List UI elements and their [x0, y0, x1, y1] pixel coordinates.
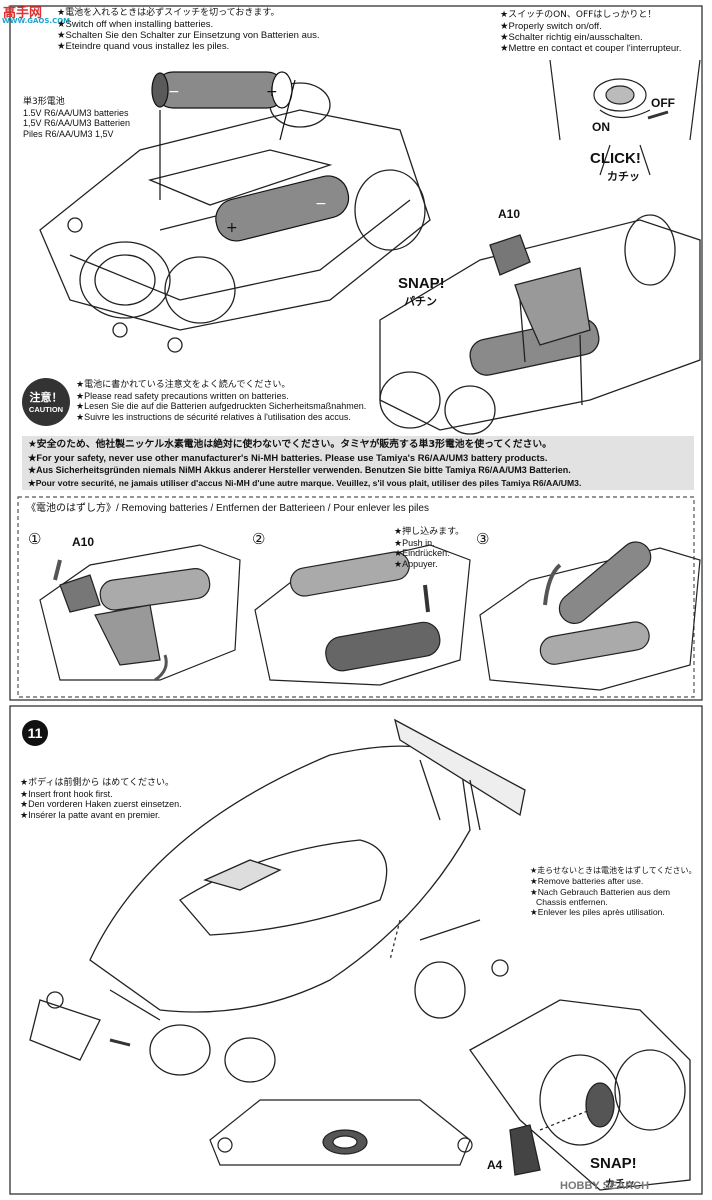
caution-badge: 注意！ CAUTION: [22, 378, 70, 426]
caution-de: ★Lesen Sie die auf die Batterien aufgedr…: [76, 401, 367, 411]
removing-step1-number: ①: [28, 531, 42, 548]
caution-ja: ★電池に書かれている注意文をよく読んでください。: [76, 380, 291, 390]
switch-detail-illustration: [549, 59, 701, 176]
caution-badge-en: CAUTION: [28, 405, 64, 414]
push-in-fr: ★Appuyer.: [394, 558, 438, 569]
battery-label-fr: Piles R6/AA/UM3 1,5V: [23, 128, 114, 139]
remove-after-use-en: ★Remove batteries after use.: [530, 876, 644, 887]
switch-off-note-en: ★Switch off when installing batteries.: [57, 19, 214, 30]
switch-off-note-ja: ★電池を入れるときは必ずスイッチを切っておきます。: [57, 8, 280, 18]
front-hook-ja: ★ボディは前側から はめてください。: [20, 778, 175, 788]
svg-text:−: −: [315, 196, 327, 212]
front-hook-fr: ★Insérer la patte avant en premier.: [20, 809, 161, 820]
switch-onoff-note-de: ★Schalter richtig ein/ausschalten.: [500, 32, 643, 43]
front-hook-note: ★ボディは前側から はめてください。 ★Insert front hook fi…: [20, 778, 182, 820]
battery-label-en: 1.5V R6/AA/UM3 batteries: [23, 107, 129, 118]
removing-step3-number: ③: [476, 531, 490, 548]
click-label-ja: カチッ: [607, 170, 640, 183]
push-in-de: ★Eindrücken.: [394, 548, 450, 558]
part-a4-label: A4: [487, 1158, 503, 1172]
switch-off-label: OFF: [651, 96, 675, 110]
snap-label: SNAP!: [398, 275, 445, 292]
caution-text: ★電池に書かれている注意文をよく読んでください。 ★Please read sa…: [76, 380, 366, 422]
nimh-warning-ja: ★安全のため、他社製ニッケル水素電池は絶対に使わないでください。タミヤが販売する…: [28, 439, 552, 450]
svg-text:+: +: [266, 84, 278, 100]
body-shell-illustration: [29, 718, 526, 1083]
removing-title: 《電池のはずし方》/ Removing batteries / Entferne…: [26, 503, 429, 514]
nimh-warning-box: ★安全のため、他社製ニッケル水素電池は絶対に使わないでください。タミヤが販売する…: [22, 436, 694, 490]
watermark-logo-left: 高手网: [3, 6, 43, 21]
remove-after-use-fr: ★Enlever les piles après utilisation.: [530, 907, 665, 918]
svg-text:−: −: [168, 84, 180, 100]
switch-onoff-note-fr: ★Mettre en contact et couper l'interrupt…: [500, 43, 682, 54]
snap-label-bottom-ja: カチッ: [605, 1179, 635, 1190]
battery-removal-detail-illustration: [469, 999, 691, 1191]
watermark-logo-url: WWW.GAOS.COM: [2, 17, 71, 25]
switch-on-label: ON: [592, 120, 610, 134]
snap-label-bottom: SNAP!: [590, 1155, 637, 1172]
removing-step2-illustration: [254, 544, 471, 686]
nimh-warning-de: ★Aus Sicherheitsgründen niemals NiMH Akk…: [28, 465, 571, 475]
removing-step2-number: ②: [252, 531, 266, 548]
switch-onoff-note-ja: ★スイッチのON、OFFはしっかりと！: [500, 10, 657, 20]
push-in-note: ★押し込みます。 ★Push in. ★Eindrücken. ★Appuyer…: [394, 527, 464, 569]
front-hook-de: ★Den vorderen Haken zuerst einsetzen.: [20, 799, 182, 809]
battery-in-chassis-illustration: + −: [215, 175, 350, 242]
battery-label-de: 1,5V R6/AA/UM3 Batterien: [23, 118, 131, 128]
click-label: CLICK!: [590, 150, 641, 167]
remove-after-use-de: ★Nach Gebrauch Batterien aus dem: [530, 886, 671, 897]
nimh-warning-en: ★For your safety, never use other manufa…: [28, 451, 548, 463]
remove-after-use-ja: ★走らせないときは電池をはずしてください。: [530, 866, 697, 875]
remove-after-use-note: ★走らせないときは電池をはずしてください。 ★Remove batteries …: [530, 866, 697, 917]
switch-onoff-note-en: ★Properly switch on/off.: [500, 21, 602, 32]
nimh-warning-fr: ★Pour votre securité, ne jamais utiliser…: [28, 477, 582, 488]
caution-badge-ja: 注意！: [29, 391, 63, 404]
battery-label-ja: 単3形電池: [23, 97, 65, 107]
removing-part-a10: A10: [72, 535, 95, 549]
svg-text:+: +: [226, 220, 238, 236]
push-in-ja: ★押し込みます。: [394, 527, 465, 537]
removing-step1-illustration: [39, 544, 241, 682]
switch-off-note: ★電池を入れるときは必ずスイッチを切っておきます。 ★Switch off wh…: [57, 8, 320, 52]
push-in-en: ★Push in.: [394, 537, 435, 548]
battery-label: 単3形電池 1.5V R6/AA/UM3 batteries 1,5V R6/A…: [23, 97, 130, 139]
caution-en: ★Please read safety precautions written …: [76, 390, 289, 401]
step-11-badge: 11: [22, 720, 48, 746]
chassis-a10-illustration: [379, 214, 701, 435]
part-a10-label: A10: [498, 207, 521, 221]
switch-onoff-note: ★スイッチのON、OFFはしっかりと！ ★Properly switch on/…: [500, 10, 681, 54]
caution-fr: ★Suivre les instructions de sécurité rel…: [76, 411, 351, 422]
remove-after-use-de2: Chassis entfernen.: [536, 896, 608, 907]
switch-off-note-fr: ★Eteindre quand vous installez les piles…: [57, 41, 230, 52]
snap-label-ja: パチン: [404, 295, 437, 308]
battery-top-illustration: − +: [151, 71, 296, 200]
front-hook-en: ★Insert front hook first.: [20, 788, 113, 799]
removing-step3-illustration: [479, 541, 701, 691]
hobby-search-watermark: HOBBY SEARCH: [560, 1180, 650, 1192]
switch-off-note-de: ★Schalten Sie den Schalter zur Einsetzun…: [57, 30, 320, 41]
chassis-rear-view-illustration: [209, 1099, 473, 1166]
